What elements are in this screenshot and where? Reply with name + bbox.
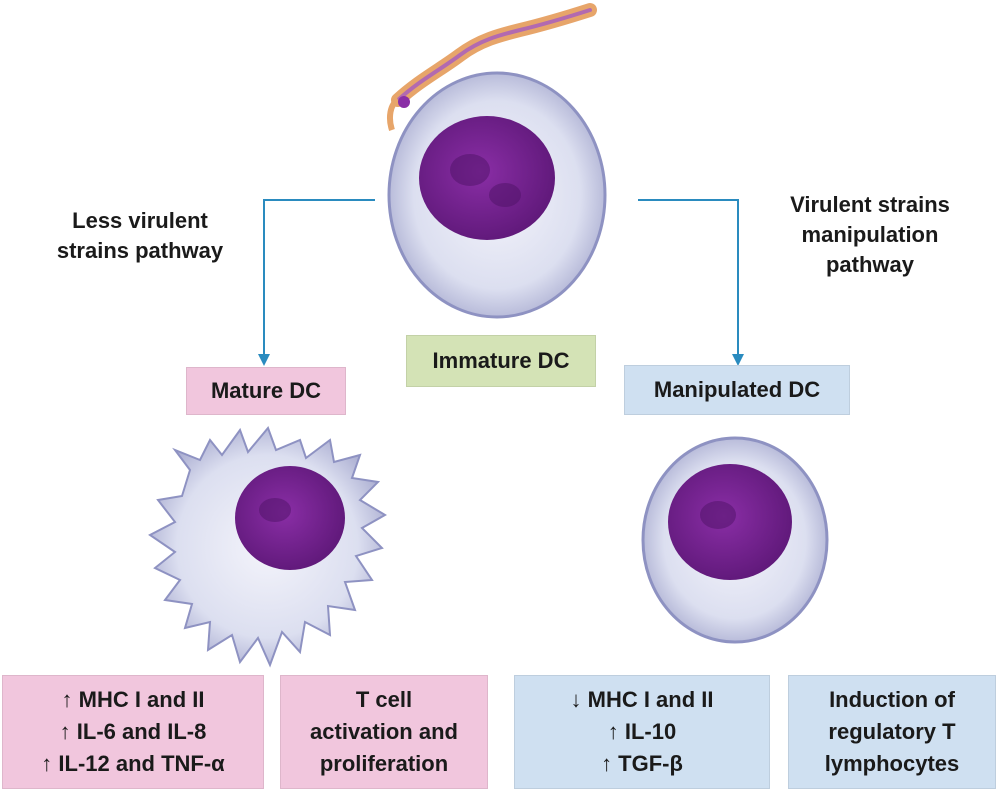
- mature-dc-label: Mature DC: [186, 367, 346, 415]
- arrow-to-manipulated-dc: [638, 199, 744, 366]
- effect-line: proliferation: [319, 751, 449, 776]
- pathway-label-line: strains pathway: [56, 238, 224, 263]
- t-cell-activation-box: T cell activation and proliferation: [280, 675, 488, 789]
- pathway-label-line: Less virulent: [72, 208, 208, 233]
- marker-line: ↑ IL-6 and IL-8: [59, 719, 207, 744]
- manipulated-dc-cell: [641, 436, 829, 644]
- pathway-label-line: pathway: [825, 252, 915, 277]
- immature-dc-cell: [387, 71, 607, 319]
- effect-line: Induction of: [829, 687, 955, 712]
- effect-line: T cell: [355, 687, 413, 712]
- mature-dc-cell: [148, 426, 387, 668]
- pathway-label-line: manipulation: [801, 222, 939, 247]
- effect-line: regulatory T: [828, 719, 956, 744]
- immature-dc-label: Immature DC: [406, 335, 596, 387]
- less-virulent-pathway-label: Less virulent strains pathway: [20, 206, 260, 266]
- parasite-illustration: [387, 3, 597, 131]
- mature-markers-box: ↑ MHC I and II ↑ IL-6 and IL-8 ↑ IL-12 a…: [2, 675, 264, 789]
- manipulated-dc-label: Manipulated DC: [624, 365, 850, 415]
- marker-line: ↓ MHC I and II: [570, 687, 714, 712]
- virulent-pathway-label: Virulent strains manipulation pathway: [760, 190, 980, 280]
- regulatory-t-box: Induction of regulatory T lymphocytes: [788, 675, 996, 789]
- effect-line: lymphocytes: [824, 751, 960, 776]
- arrow-to-mature-dc: [258, 199, 375, 366]
- marker-line: ↑ IL-10: [607, 719, 677, 744]
- marker-line: ↑ MHC I and II: [61, 687, 205, 712]
- pathway-label-line: Virulent strains: [790, 192, 950, 217]
- effect-line: activation and: [310, 719, 458, 744]
- marker-line: ↑ IL-12 and TNF-α: [41, 751, 225, 776]
- marker-line: ↑ TGF-β: [601, 751, 683, 776]
- manipulated-markers-box: ↓ MHC I and II ↑ IL-10 ↑ TGF-β: [514, 675, 770, 789]
